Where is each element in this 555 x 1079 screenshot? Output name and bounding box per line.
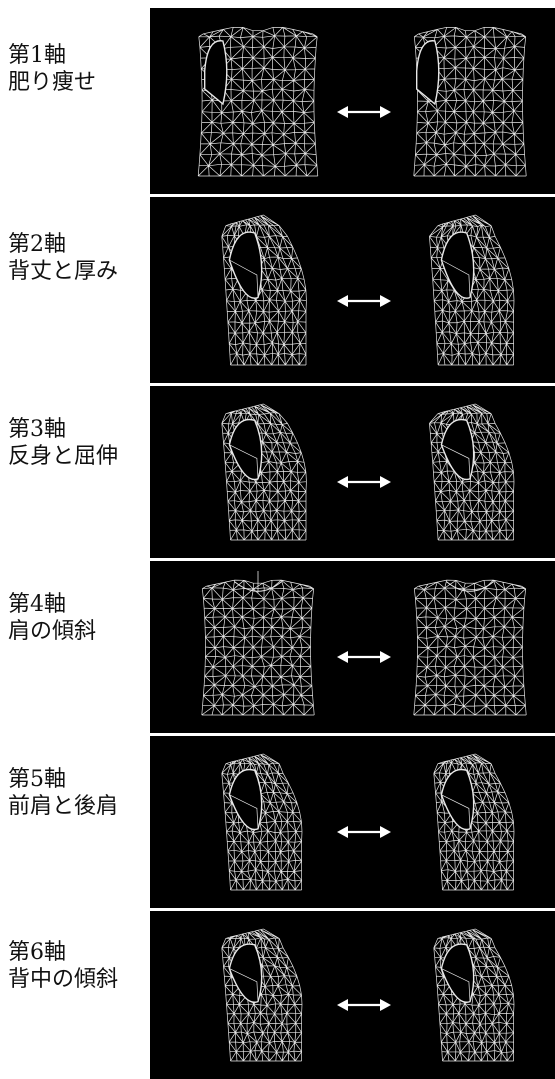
axis-description: 背中の傾斜 xyxy=(8,966,148,993)
double-headed-arrow-icon xyxy=(337,826,391,838)
torso-wireframe xyxy=(222,754,302,890)
wireframe-panel xyxy=(150,8,555,194)
axis-label: 第1軸肥り痩せ xyxy=(8,42,148,96)
axis-row-3: 第3軸反身と屈伸 xyxy=(0,386,555,558)
axis-row-4: 第4軸肩の傾斜 xyxy=(0,561,555,733)
wireframe-canvas xyxy=(150,736,555,908)
torso-wireframe xyxy=(414,580,526,715)
torso-wireframe xyxy=(434,754,514,890)
axis-description: 肩の傾斜 xyxy=(8,618,148,645)
axis-number: 第4軸 xyxy=(8,591,148,618)
axis-row-6: 第6軸背中の傾斜 xyxy=(0,911,555,1079)
wireframe-canvas xyxy=(150,197,555,383)
axis-label: 第6軸背中の傾斜 xyxy=(8,939,148,993)
axis-number: 第1軸 xyxy=(8,42,148,69)
double-headed-arrow-icon xyxy=(337,651,391,663)
axis-description: 反身と屈伸 xyxy=(8,443,148,470)
axis-row-5: 第5軸前肩と後肩 xyxy=(0,736,555,908)
axis-description: 前肩と後肩 xyxy=(8,793,148,820)
torso-wireframe xyxy=(429,404,514,540)
axis-number: 第6軸 xyxy=(8,939,148,966)
torso-wireframe xyxy=(429,215,514,365)
wireframe-canvas xyxy=(150,561,555,733)
torso-wireframe xyxy=(202,571,314,715)
double-headed-arrow-icon xyxy=(337,476,391,488)
axis-number: 第3軸 xyxy=(8,416,148,443)
torso-wireframe xyxy=(414,27,526,176)
double-headed-arrow-icon xyxy=(337,999,391,1011)
axis-number: 第2軸 xyxy=(8,231,148,258)
wireframe-panel xyxy=(150,386,555,558)
wireframe-canvas xyxy=(150,911,555,1079)
axis-label: 第4軸肩の傾斜 xyxy=(8,591,148,645)
axis-label: 第3軸反身と屈伸 xyxy=(8,416,148,470)
axis-description: 背丈と厚み xyxy=(8,258,148,285)
axis-label: 第5軸前肩と後肩 xyxy=(8,766,148,820)
wireframe-panel xyxy=(150,736,555,908)
double-headed-arrow-icon xyxy=(337,295,391,307)
wireframe-panel xyxy=(150,197,555,383)
torso-wireframe xyxy=(222,215,307,365)
wireframe-canvas xyxy=(150,8,555,194)
axis-row-1: 第1軸肥り痩せ xyxy=(0,8,555,194)
axis-description: 肥り痩せ xyxy=(8,69,148,96)
axis-number: 第5軸 xyxy=(8,766,148,793)
torso-wireframe xyxy=(434,929,514,1061)
wireframe-canvas xyxy=(150,386,555,558)
torso-wireframe xyxy=(222,404,307,540)
axis-row-2: 第2軸背丈と厚み xyxy=(0,197,555,383)
torso-wireframe xyxy=(222,929,302,1061)
wireframe-panel xyxy=(150,561,555,733)
axis-label: 第2軸背丈と厚み xyxy=(8,231,148,285)
torso-wireframe xyxy=(198,27,318,176)
wireframe-panel xyxy=(150,911,555,1079)
double-headed-arrow-icon xyxy=(337,106,391,118)
